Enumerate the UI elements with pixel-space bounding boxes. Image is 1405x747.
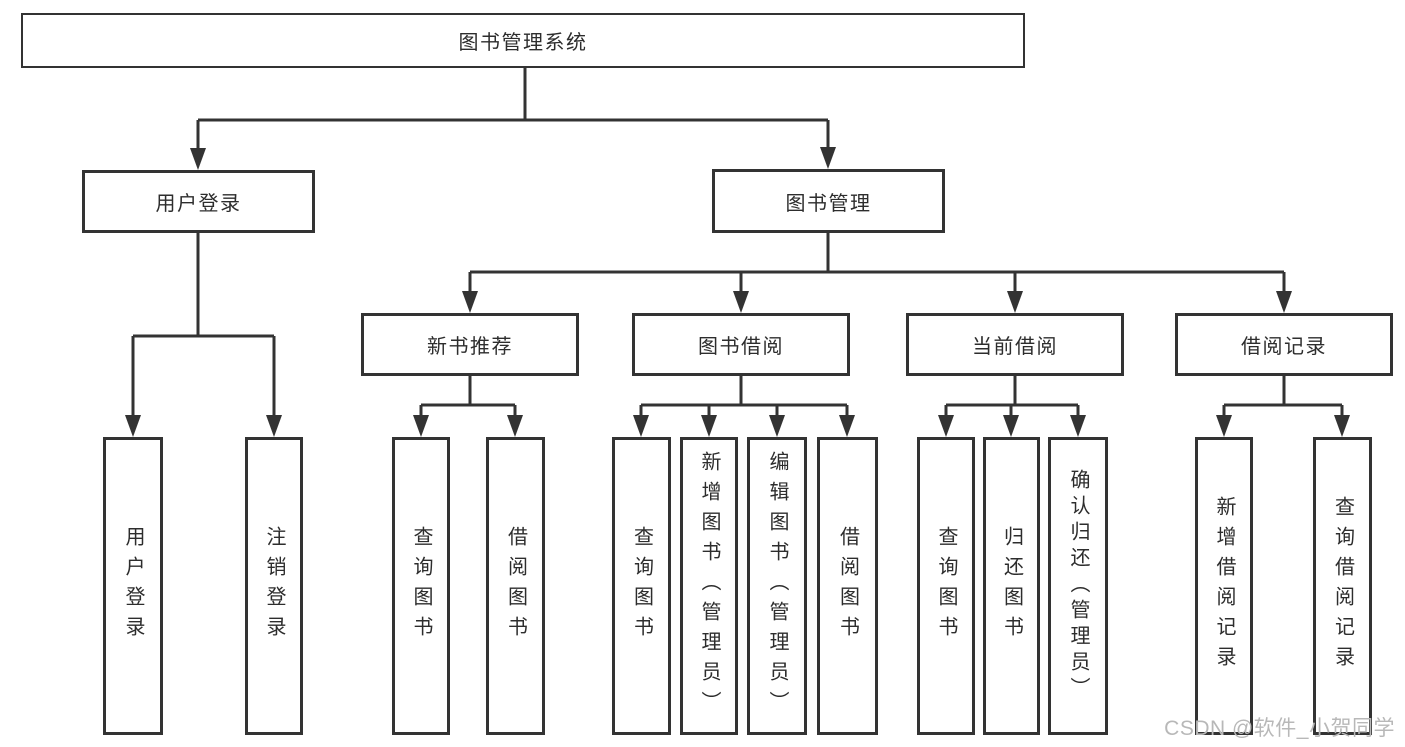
node-label: 确认归还（管理员）	[1067, 469, 1089, 703]
node-label: 新增图书（管理员）	[698, 451, 720, 721]
node-label: 借阅图书	[836, 526, 859, 646]
node-label: 用户登录	[155, 193, 242, 215]
leaf-confirm-return-admin: 确认归还（管理员）	[1048, 437, 1108, 735]
leaf-add-borrow-record: 新增借阅记录	[1195, 437, 1253, 735]
node-label: 查询图书	[935, 526, 957, 646]
node-root: 图书管理系统	[21, 13, 1025, 68]
leaf-query-book-b: 查询图书	[612, 437, 671, 735]
leaf-user-login: 用户登录	[103, 437, 163, 735]
leaf-query-borrow-record: 查询借阅记录	[1313, 437, 1372, 735]
node-label: 图书管理系统	[458, 32, 588, 54]
node-label: 查询图书	[410, 526, 432, 646]
node-label: 编辑图书（管理员）	[766, 451, 788, 721]
leaf-query-book-c: 查询图书	[917, 437, 975, 735]
node-label: 查询图书	[630, 526, 653, 646]
node-user-login: 用户登录	[82, 170, 315, 233]
node-label: 当前借阅	[972, 336, 1058, 358]
node-label: 用户登录	[122, 526, 144, 646]
node-book-borrow: 图书借阅	[632, 313, 850, 376]
node-label: 图书借阅	[698, 336, 784, 358]
node-label: 借阅图书	[504, 526, 527, 646]
leaf-add-book-admin: 新增图书（管理员）	[680, 437, 738, 735]
node-label: 新增借阅记录	[1213, 496, 1235, 676]
leaf-borrow-book-b: 借阅图书	[817, 437, 878, 735]
node-label: 图书管理	[785, 192, 872, 215]
node-label: 归还图书	[1000, 526, 1023, 646]
leaf-query-book-a: 查询图书	[392, 437, 450, 735]
leaf-borrow-book-a: 借阅图书	[486, 437, 545, 735]
leaf-logout: 注销登录	[245, 437, 303, 735]
node-label: 注销登录	[263, 526, 285, 646]
node-label: 查询借阅记录	[1331, 496, 1354, 676]
node-borrow-records: 借阅记录	[1175, 313, 1393, 376]
node-label: 新书推荐	[427, 336, 513, 358]
node-current-borrow: 当前借阅	[906, 313, 1124, 376]
node-book-management: 图书管理	[712, 169, 945, 233]
node-new-book-recommend: 新书推荐	[361, 313, 579, 376]
watermark: CSDN @软件_小贺同学	[1164, 717, 1395, 740]
leaf-edit-book-admin: 编辑图书（管理员）	[747, 437, 807, 735]
leaf-return-book: 归还图书	[983, 437, 1040, 735]
node-label: 借阅记录	[1241, 336, 1327, 358]
